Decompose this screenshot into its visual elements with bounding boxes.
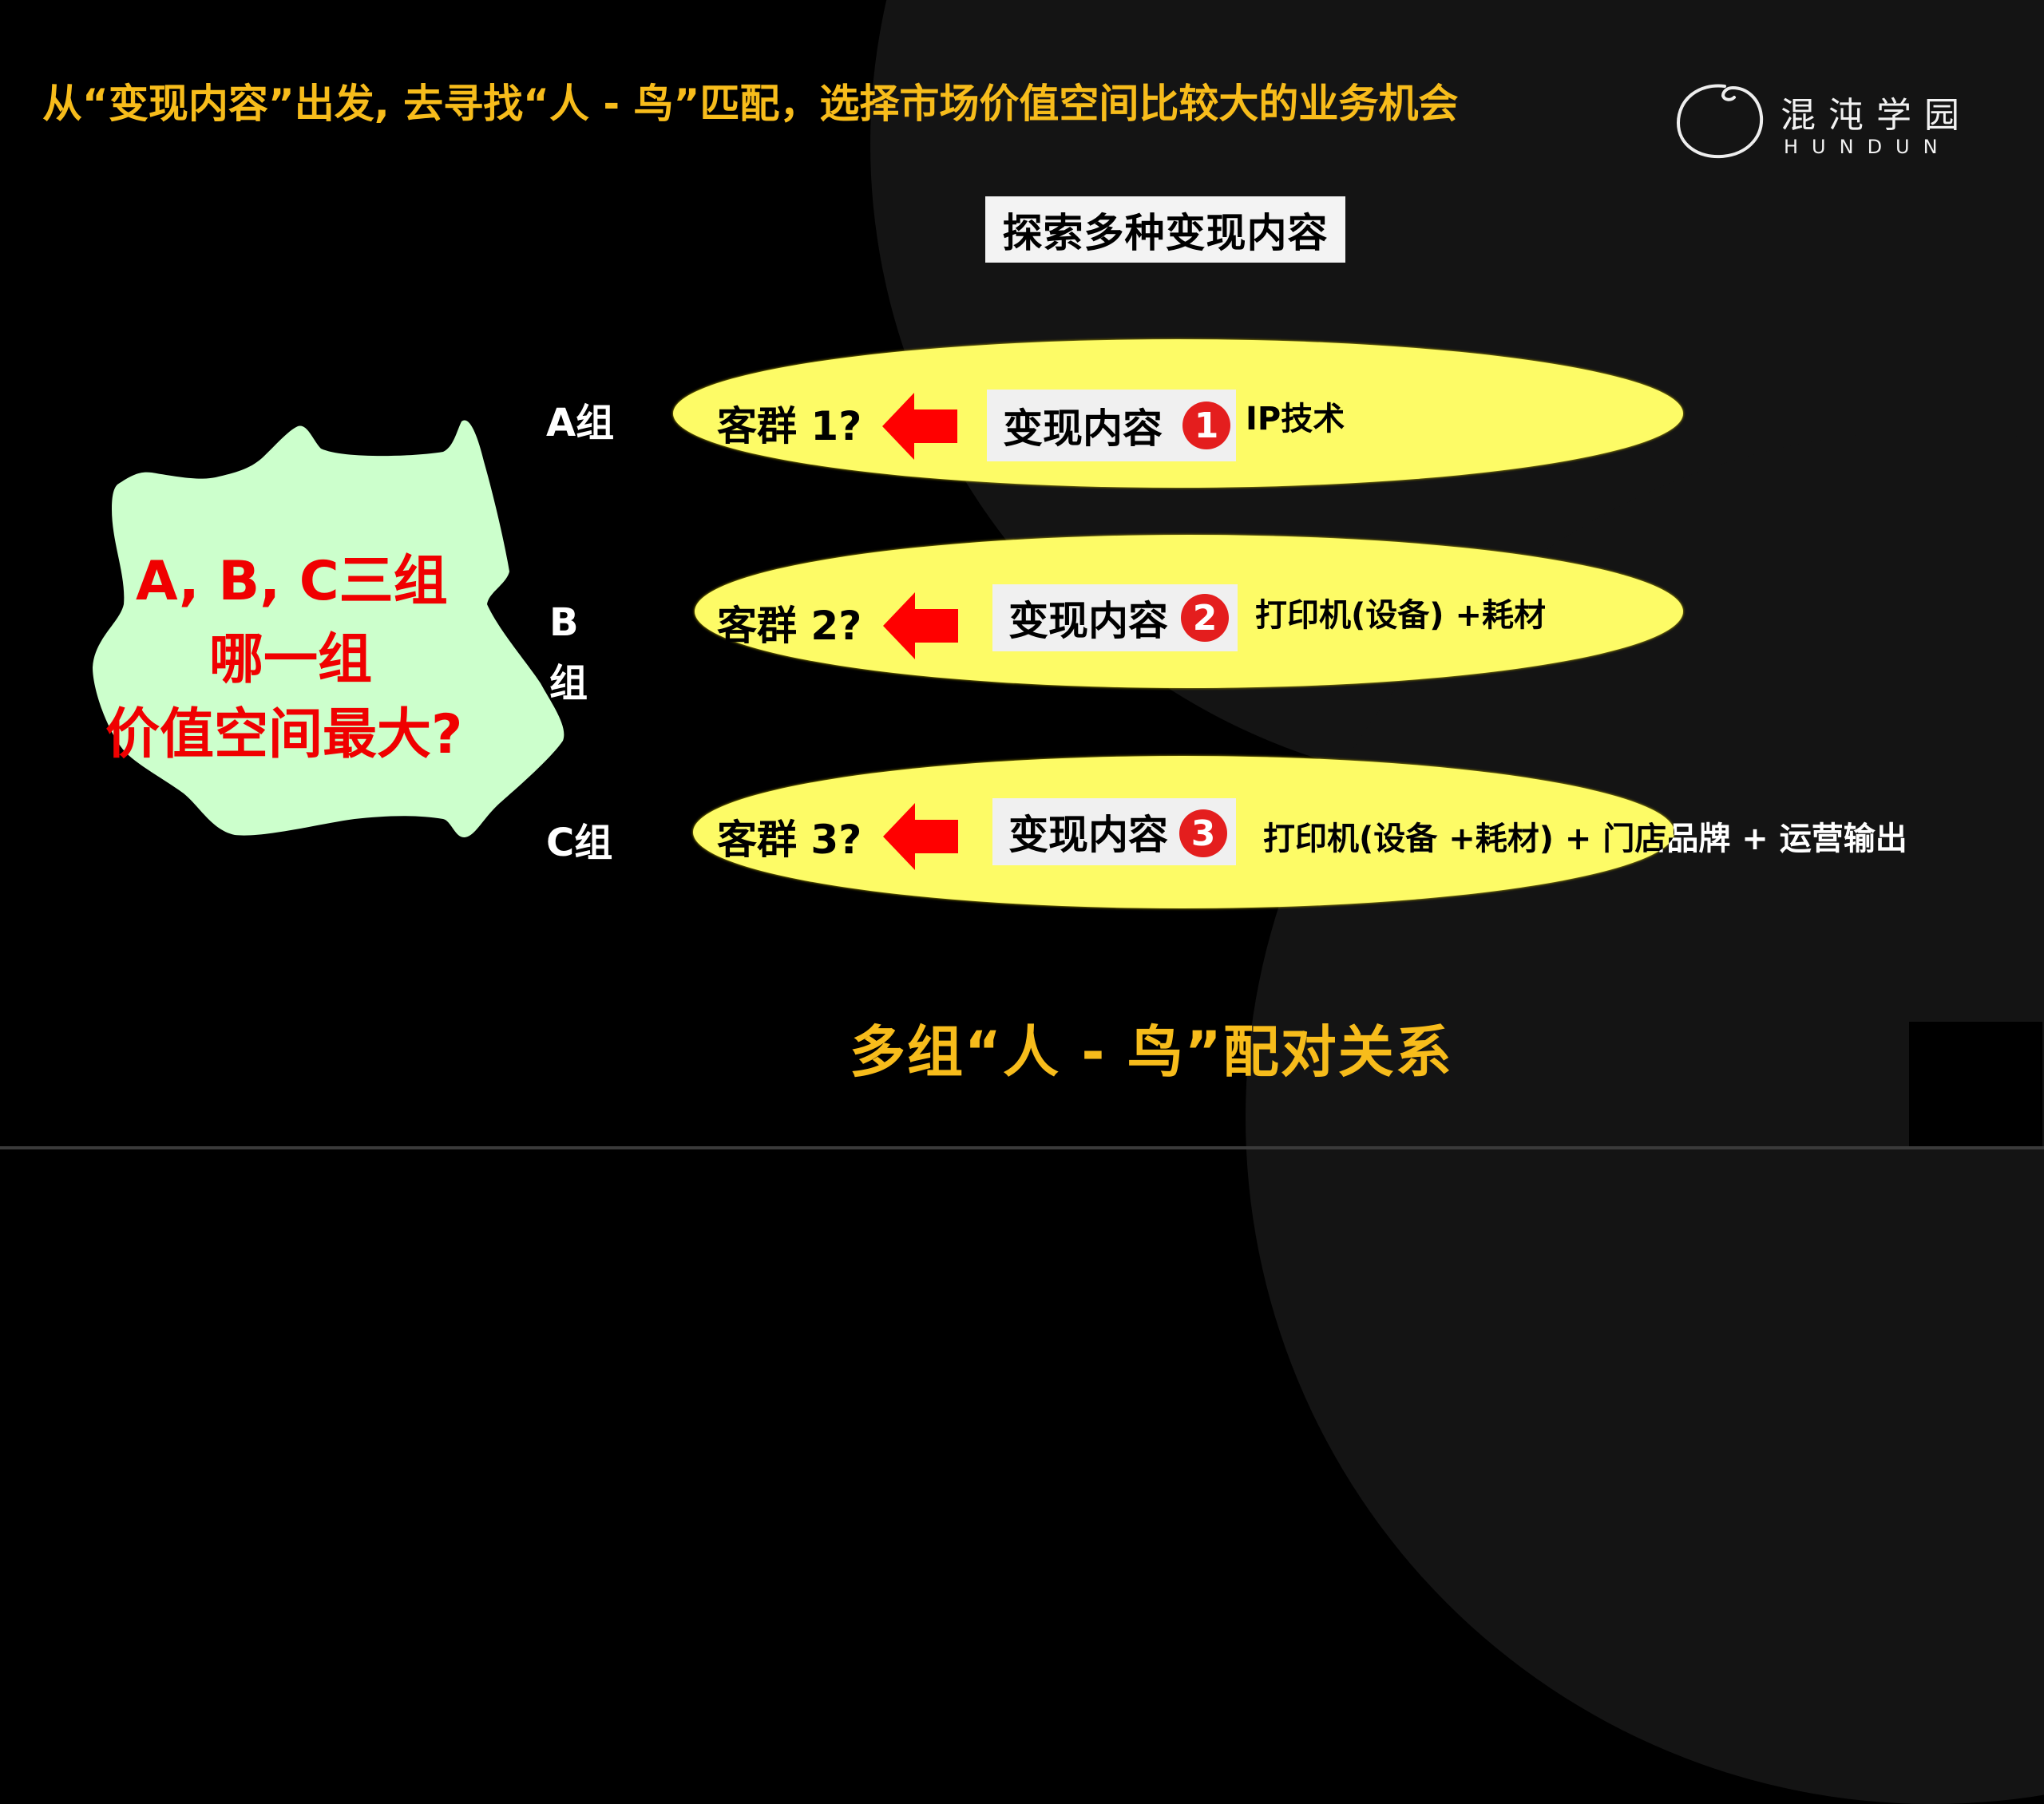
enso-circle-icon: [1676, 84, 1764, 159]
group-c-label: C组: [546, 821, 613, 865]
logo-name-cn: 混沌学园: [1781, 95, 1972, 136]
callout-blob: [93, 420, 564, 838]
group-b-badge: 2: [1181, 594, 1229, 642]
callout-line-2: 哪一组: [209, 628, 373, 691]
explore-content-box: 探索多种变现内容: [985, 196, 1345, 263]
group-b-content-box: 变现内容 2: [992, 584, 1238, 651]
group-c-description-clip: 打印机(设备 +耗材) + 门店品牌 + 运营输出: [693, 756, 1674, 908]
arrow-left-icon: [882, 393, 957, 460]
group-a-customer-label: 客群 1?: [717, 403, 862, 449]
hundun-logo: 混沌学园 HUNDUN: [1675, 80, 1963, 160]
slide-title: 从“变现内容”出发, 去寻找“人 - 鸟”匹配，选择市场价值空间比较大的业务机会: [42, 81, 1459, 127]
group-c-badge: 3: [1179, 809, 1227, 857]
arrow-left-icon: [883, 592, 958, 659]
callout-line-1: A, B, C三组: [136, 550, 448, 613]
group-a-content-box: 变现内容 1: [987, 390, 1236, 461]
group-c-customer-label: 客群 3?: [717, 817, 862, 863]
bottom-title: 多组“人 - 鸟”配对关系: [850, 1019, 1453, 1085]
bottom-border: [0, 1146, 2044, 1149]
group-c-description-outside: 打印机(设备 +耗材) + 门店品牌 + 运营输出: [1263, 821, 1907, 857]
logo-name-en: HUNDUN: [1784, 136, 1951, 158]
group-c-description: 打印机(设备 +耗材) + 门店品牌 + 运营输出: [1263, 821, 1674, 857]
group-b-description: 打印机(设备) +耗材: [1255, 597, 1547, 634]
group-b-label-line1: B: [549, 600, 579, 645]
group-c-content-box: 变现内容 3: [992, 798, 1236, 865]
group-a-label: A组: [546, 401, 615, 445]
callout-line-3: 价值空间最大?: [105, 703, 463, 766]
group-b-content-label: 变现内容: [1008, 598, 1168, 644]
group-a-content-label: 变现内容: [1003, 406, 1163, 452]
arrow-left-icon: [883, 803, 958, 870]
group-c-content-label: 变现内容: [1008, 812, 1168, 858]
group-a-description: IP技术: [1246, 401, 1345, 437]
group-b-label-line2: 组: [549, 661, 588, 706]
group-b-customer-label: 客群 2?: [717, 603, 862, 649]
explore-content-label: 探索多种变现内容: [1002, 209, 1329, 256]
corner-block: [1909, 1022, 2042, 1146]
group-a-badge: 1: [1182, 402, 1230, 449]
